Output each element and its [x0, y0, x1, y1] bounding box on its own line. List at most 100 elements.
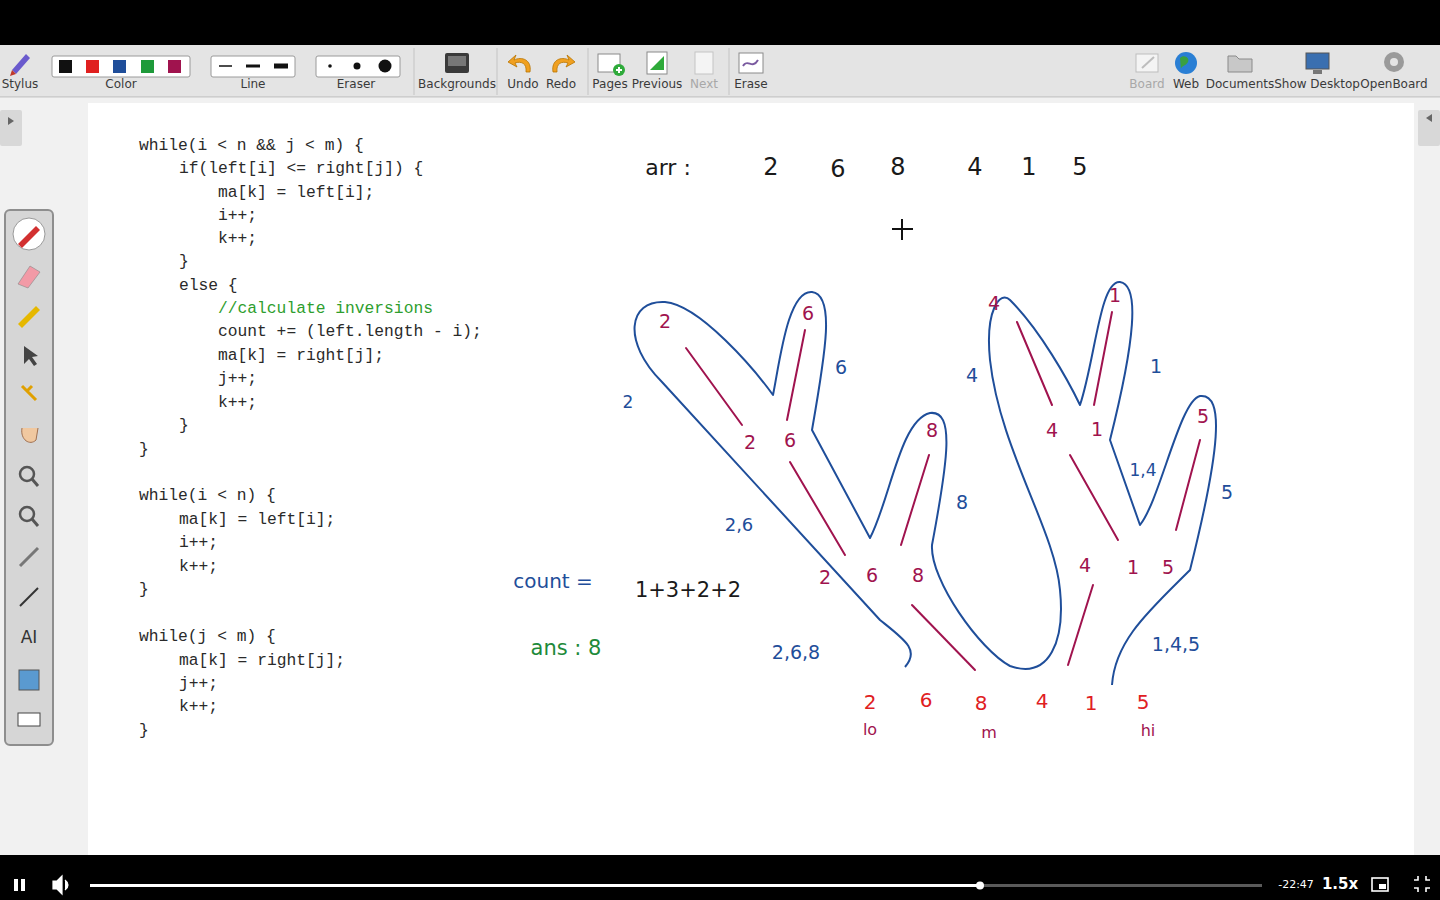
code-line: else { [179, 277, 238, 296]
code-line: count += (left.length - i); [218, 323, 482, 342]
code-line: ma[k] = left[i]; [179, 511, 335, 530]
tool-palette [5, 210, 53, 745]
array-value: 5 [1072, 154, 1087, 182]
tree-value: 2 [659, 311, 671, 333]
tree-value: 1 [1109, 285, 1121, 307]
stylus-icon [10, 54, 30, 76]
board-icon [1136, 54, 1158, 72]
merged-value: 1 [1150, 356, 1162, 378]
cursor-cross [892, 219, 913, 240]
code-comment: //calculate inversions [218, 300, 433, 319]
array-leaf: 5 [1137, 691, 1150, 714]
text-tool-icon: AI [21, 628, 38, 648]
time-remaining: -22:47 [1278, 879, 1314, 892]
toolbar-label: Web [1173, 78, 1199, 92]
color-picker [52, 56, 190, 77]
merged-value: 1,4,5 [1152, 634, 1200, 656]
toolbar-separator [414, 48, 415, 95]
branch-strokes [686, 312, 1200, 670]
array-value: 2 [763, 154, 778, 182]
pip-icon [1379, 884, 1386, 889]
toolbar-label: Undo [507, 78, 538, 92]
merged-value: 2,6,8 [772, 642, 820, 664]
toolbar-label: OpenBoard [1360, 78, 1427, 92]
previous-icon [647, 52, 667, 74]
tree-value: 1 [1091, 419, 1103, 441]
toolbar-label: Color [105, 78, 136, 92]
code-line: i++; [179, 534, 218, 553]
array-leaf: 2 [864, 691, 877, 714]
eraser-size-picker [316, 56, 400, 77]
code-line: ma[k] = right[j]; [179, 652, 345, 671]
tree-value: 8 [926, 420, 938, 442]
web-icon [1175, 52, 1197, 74]
pause-icon [21, 879, 25, 891]
tree-value: 6 [802, 303, 814, 325]
array-leaf: 4 [1036, 690, 1049, 713]
progress-track [90, 884, 1262, 887]
array-value: 8 [890, 154, 905, 182]
toolbar-label: Stylus [2, 78, 39, 92]
progress-played [90, 884, 980, 887]
toolbar-label: Backgrounds [418, 78, 496, 92]
pages-icon [598, 54, 625, 76]
right-tab [1418, 110, 1440, 146]
toolbar-label: Next [690, 78, 718, 92]
tree-value: 6 [784, 430, 796, 452]
toolbar [0, 45, 1440, 97]
tree-value: 4 [988, 293, 1000, 315]
erase-icon [739, 53, 763, 73]
code-line: j++; [218, 370, 257, 389]
code-line: k++; [179, 698, 218, 717]
tree-outline [635, 282, 1216, 685]
array-leaf: 8 [975, 692, 988, 715]
pip-icon [1372, 878, 1388, 891]
array-value: 1 [1021, 154, 1036, 182]
toolbar-label: Redo [546, 78, 576, 92]
tree-value: 4 [1079, 555, 1091, 577]
code-line: } [139, 441, 149, 460]
merged-value: 2 [623, 393, 634, 413]
array-leaf: 6 [920, 689, 933, 712]
code-line: k++; [218, 394, 257, 413]
volume-icon [53, 876, 68, 894]
array-value: 4 [967, 154, 982, 182]
toolbar-label: Previous [632, 78, 683, 92]
playback-speed: 1.5x [1322, 876, 1358, 893]
code-line: j++; [179, 675, 218, 694]
toolbar-border [0, 97, 1440, 98]
toolbar-separator [588, 48, 589, 95]
tree-value: 5 [1197, 406, 1209, 428]
fullscreen-icon [1414, 876, 1430, 892]
toolbar-label: Line [240, 78, 265, 92]
tree-value: 1 [1127, 557, 1139, 579]
openboard-icon [1384, 52, 1404, 72]
tree-value: 2 [819, 567, 831, 589]
toolbar-separator [729, 48, 730, 95]
merged-value: 6 [835, 357, 847, 379]
array-value: 6 [830, 156, 845, 184]
right-tab-arrow [1426, 114, 1432, 122]
index-marker: lo [863, 721, 877, 739]
line-width-picker [211, 56, 295, 77]
tree-value: 4 [1046, 420, 1058, 442]
merged-value: 2,6 [725, 515, 754, 536]
tree-value: 6 [866, 565, 878, 587]
index-marker: hi [1141, 722, 1156, 740]
pause-icon [14, 879, 18, 891]
toolbar-separator [497, 48, 498, 95]
redo-icon [553, 55, 575, 72]
undo-icon [508, 55, 530, 72]
count-label: count = [513, 570, 593, 593]
code-line: i++; [218, 207, 257, 226]
code-line: } [179, 417, 189, 436]
array-leaf: 1 [1085, 692, 1098, 715]
toolbar-label: Show Desktop [1274, 78, 1360, 92]
code-line: } [139, 581, 149, 600]
board-page [88, 103, 1414, 855]
index-marker: m [981, 724, 997, 742]
code-line: if(left[i] <= right[j]) { [179, 160, 423, 179]
toolbar-label: Eraser [337, 78, 375, 92]
title-strip [0, 0, 1440, 45]
